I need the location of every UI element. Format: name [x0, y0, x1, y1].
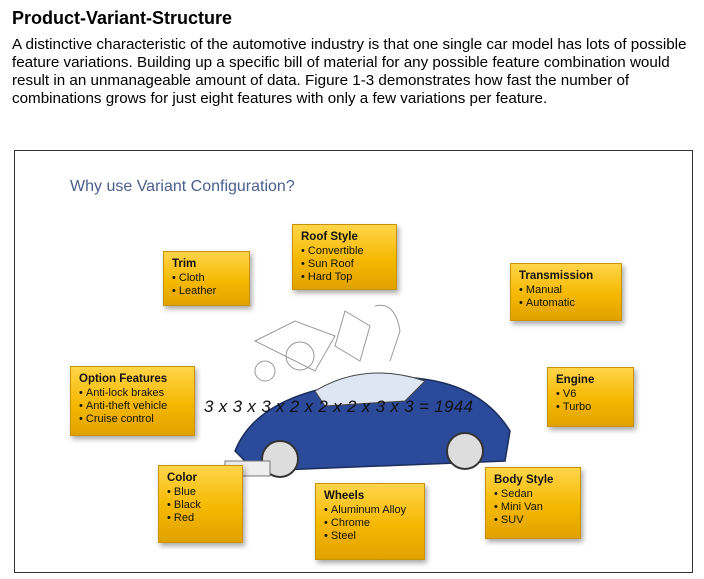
feature-option: Cloth: [172, 272, 241, 285]
feature-option: Mini Van: [494, 501, 572, 514]
document-paragraph: A distinctive characteristic of the auto…: [12, 36, 687, 107]
feature-option: Red: [167, 512, 234, 525]
feature-name: Wheels: [324, 490, 365, 502]
feature-option: Manual: [519, 284, 613, 297]
document-title: Product-Variant-Structure: [12, 8, 233, 28]
feature-option: Anti-theft vehicle: [79, 400, 186, 413]
feature-box-roof-style: Roof Style Convertible Sun Roof Hard Top: [292, 224, 397, 290]
car-illustration: [224, 304, 511, 478]
feature-option: Automatic: [519, 297, 613, 310]
feature-name: Body Style: [494, 474, 554, 486]
feature-option: Blue: [167, 486, 234, 499]
combination-formula: 3 x 3 x 3 x 2 x 2 x 2 x 3 x 3 = 1944: [204, 397, 474, 416]
feature-name: Option Features: [79, 373, 168, 385]
feature-option: Chrome: [324, 517, 416, 530]
figure-title: Why use Variant Configuration?: [70, 178, 295, 195]
feature-name: Transmission: [519, 270, 594, 282]
feature-box-trim: Trim Cloth Leather: [163, 251, 250, 306]
feature-box-option-features: Option Features Anti-lock brakes Anti-th…: [70, 366, 195, 436]
feature-option: Sedan: [494, 488, 572, 501]
feature-name: Roof Style: [301, 231, 358, 243]
feature-option: Hard Top: [301, 271, 388, 284]
feature-option: V6: [556, 388, 625, 401]
feature-box-body-style: Body Style Sedan Mini Van SUV: [485, 467, 581, 539]
feature-option: Aluminum Alloy: [324, 504, 416, 517]
feature-box-wheels: Wheels Aluminum Alloy Chrome Steel: [315, 483, 425, 560]
feature-option: Turbo: [556, 401, 625, 414]
feature-box-engine: Engine V6 Turbo: [547, 367, 634, 427]
feature-name: Engine: [556, 374, 595, 386]
feature-box-color: Color Blue Black Red: [158, 465, 243, 543]
feature-name: Color: [167, 472, 198, 484]
feature-option: SUV: [494, 514, 572, 527]
feature-option: Cruise control: [79, 413, 186, 426]
feature-option: Black: [167, 499, 234, 512]
feature-option: Leather: [172, 285, 241, 298]
feature-name: Trim: [172, 258, 197, 270]
feature-option: Sun Roof: [301, 258, 388, 271]
feature-option: Convertible: [301, 245, 388, 258]
figure-frame: Why use Variant Configuration? Trim Clot…: [14, 150, 693, 573]
feature-option: Anti-lock brakes: [79, 387, 186, 400]
feature-box-transmission: Transmission Manual Automatic: [510, 263, 622, 321]
feature-option: Steel: [324, 530, 416, 543]
